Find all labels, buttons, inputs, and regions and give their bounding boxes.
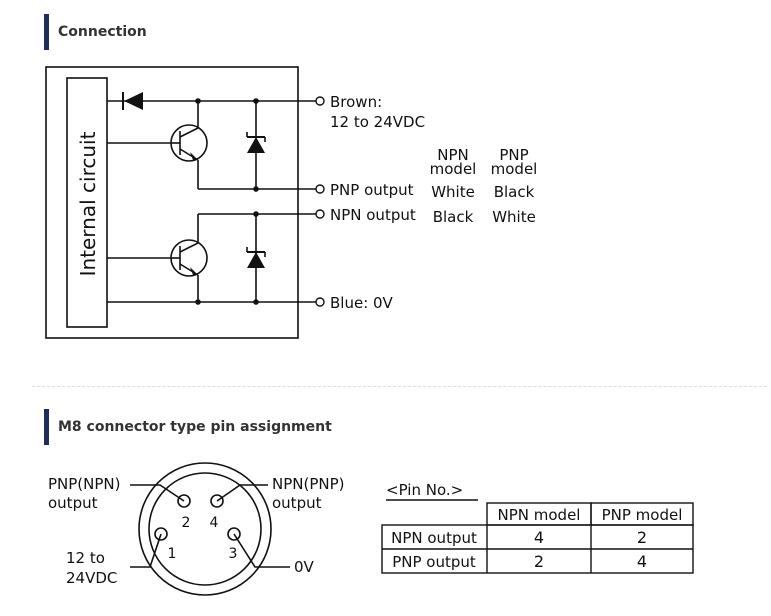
pin-1-socket — [154, 527, 168, 541]
junction-dot — [253, 98, 259, 104]
junction-dot — [195, 299, 201, 305]
pin-table-cell: 4 — [637, 552, 647, 571]
section-divider — [32, 386, 767, 387]
leader-supply — [130, 533, 162, 568]
npn-output-npn-model-color: Black — [433, 208, 474, 226]
npn-output-label: NPN output — [330, 206, 416, 224]
connector-label-npn-pnp: NPN(PNP) — [272, 475, 345, 493]
pnp-model-col-header-2: model — [491, 160, 538, 178]
section-header-m8-connector: M8 connector type pin assignment — [44, 409, 332, 445]
pin-2-socket — [177, 494, 191, 508]
internal-circuit-label: Internal circuit — [76, 131, 100, 276]
pin-table-cell: 2 — [637, 528, 647, 547]
pin-4-number: 4 — [210, 515, 219, 531]
terminal-npn-output — [315, 209, 325, 219]
connector-label-npn-pnp-output: output — [272, 494, 322, 512]
section-title: Connection — [58, 24, 147, 40]
leader-npn-pnp-output — [216, 484, 268, 502]
pin-table-cell: 2 — [534, 552, 544, 571]
npn-transistor-arrow — [190, 267, 197, 275]
pin-table-caption: <Pin No.> — [386, 481, 463, 499]
brown-label: Brown: — [330, 93, 382, 111]
pin-table-row-label: PNP output — [392, 553, 476, 571]
pin-table-cell: 4 — [534, 528, 544, 547]
circuit-outer-box — [45, 66, 299, 339]
leader-pnp-npn-output — [130, 484, 185, 502]
zener-diode-lower — [246, 247, 266, 268]
terminal-brown — [315, 96, 325, 106]
pin-table-header-npn-model: NPN model — [498, 506, 581, 524]
connector-inner-ring — [148, 472, 262, 586]
section-header-connection: Connection — [44, 14, 147, 50]
connector-label-pnp-npn: PNP(NPN) — [48, 475, 121, 493]
pnp-output-npn-model-color: White — [431, 183, 475, 201]
junction-dot — [253, 186, 259, 192]
junction-dot — [195, 98, 201, 104]
zener-diode-upper — [246, 132, 266, 153]
pnp-output-label: PNP output — [330, 181, 414, 199]
connector-label-supply: 12 to — [66, 549, 105, 567]
connector-label-supply-voltage: 24VDC — [66, 569, 117, 587]
pin-1-number: 1 — [168, 546, 177, 562]
leader-0v — [233, 533, 290, 568]
junction-dot — [253, 299, 259, 305]
pin-4-socket — [210, 494, 224, 508]
input-diode-symbol — [122, 92, 143, 110]
brown-voltage-label: 12 to 24VDC — [330, 113, 425, 131]
internal-circuit-box — [66, 77, 108, 328]
pin-3-socket — [227, 527, 241, 541]
pnp-transistor-arrow — [190, 152, 197, 160]
section-accent-bar — [44, 14, 49, 50]
junction-dot — [253, 211, 259, 217]
pin-3-number: 3 — [229, 546, 238, 562]
pnp-output-pnp-model-color: Black — [494, 183, 535, 201]
npn-model-col-header: NPN — [437, 146, 469, 164]
connector-label-pnp-npn-output: output — [48, 494, 98, 512]
terminal-pnp-output — [315, 184, 325, 194]
pin-table-row-label: NPN output — [391, 529, 477, 547]
pnp-model-col-header: PNP — [499, 146, 528, 164]
pin-2-number: 2 — [182, 515, 191, 531]
section-accent-bar — [44, 409, 49, 445]
connector-label-0v: 0V — [294, 558, 315, 576]
npn-model-col-header-2: model — [430, 160, 477, 178]
npn-output-pnp-model-color: White — [492, 208, 536, 226]
section-title: M8 connector type pin assignment — [58, 419, 332, 435]
terminal-blue — [315, 297, 325, 307]
blue-label: Blue: 0V — [330, 294, 394, 312]
connector-outer-ring — [138, 462, 272, 596]
pin-table-header-pnp-model: PNP model — [602, 506, 683, 524]
